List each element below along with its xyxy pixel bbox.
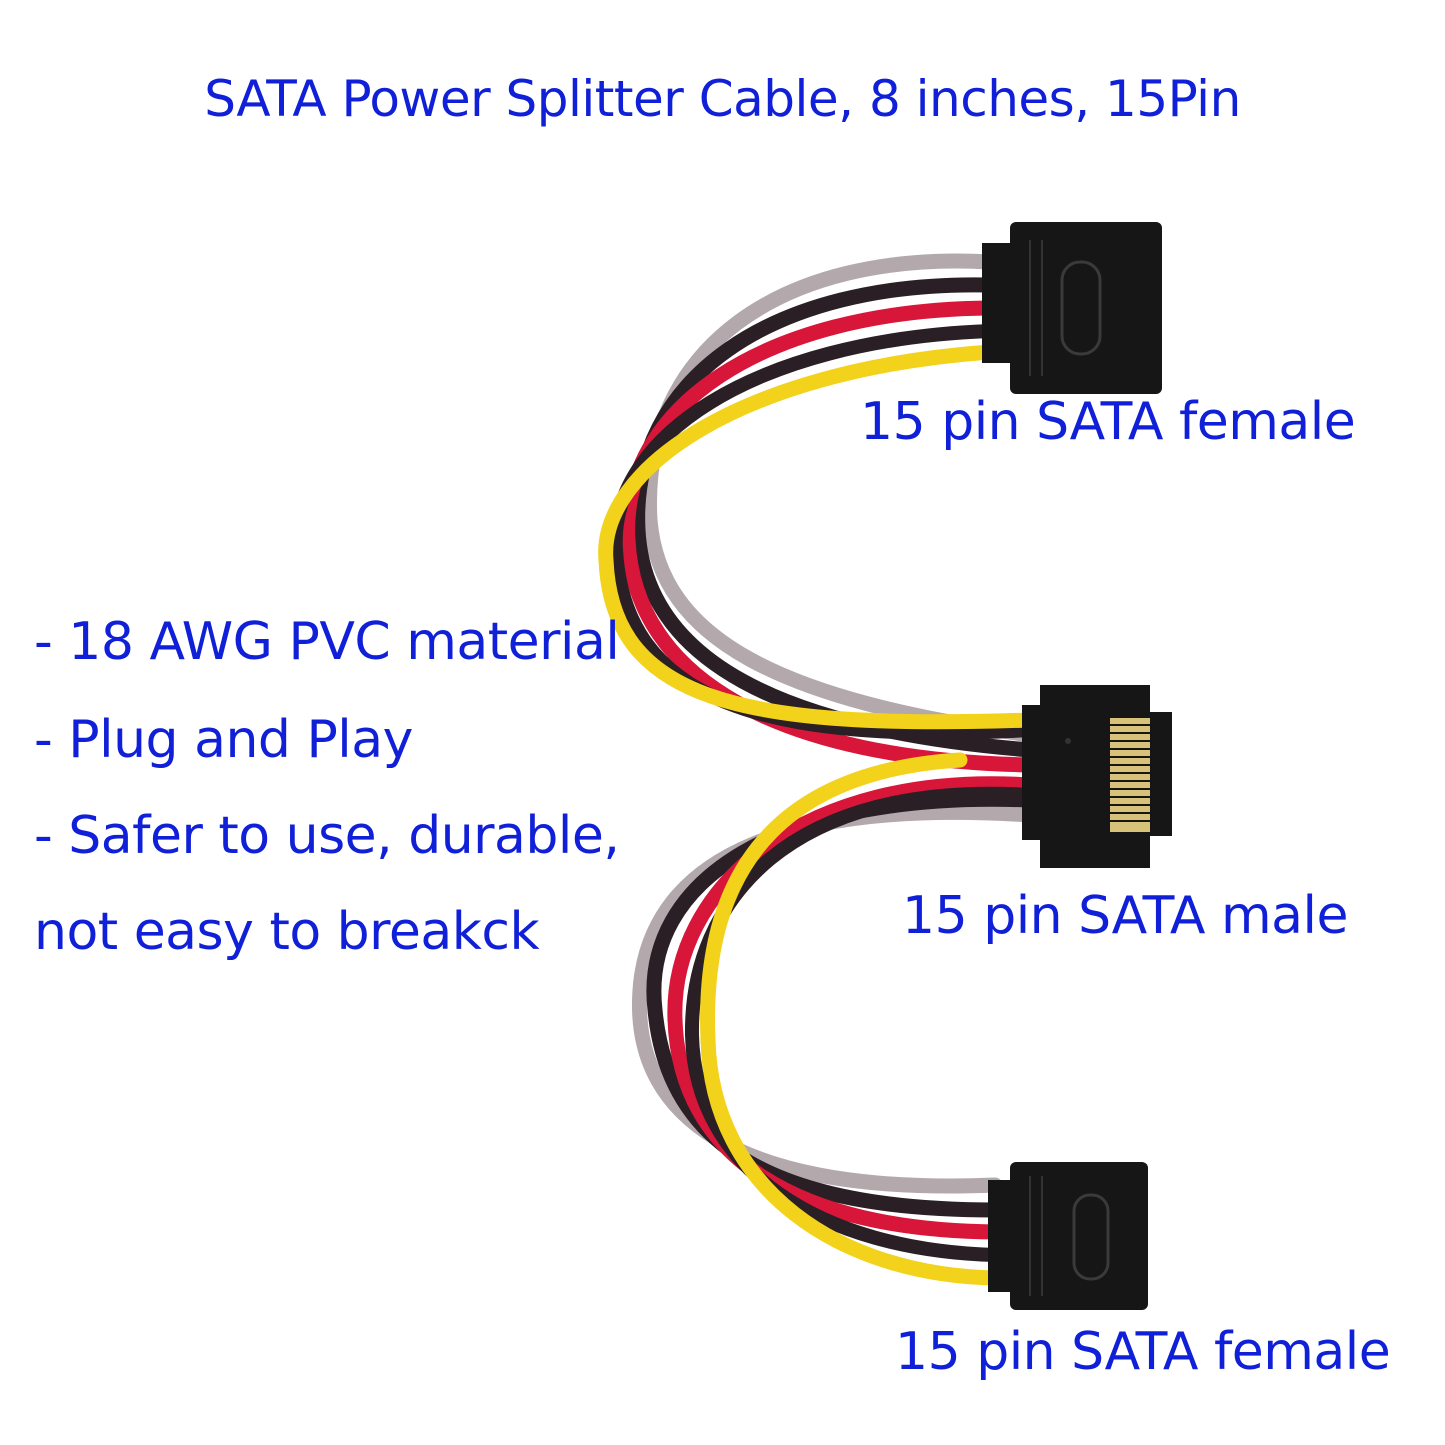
feature-line-4: not easy to breakck <box>34 902 540 962</box>
middle-connector-label: 15 pin SATA male <box>902 886 1348 946</box>
bottom-wire-bundle <box>631 752 1038 1286</box>
middle-male-connector <box>1022 685 1172 868</box>
top-female-connector <box>982 222 1162 394</box>
bottom-female-connector <box>988 1162 1148 1310</box>
bottom-connector-label: 15 pin SATA female <box>895 1322 1391 1382</box>
feature-line-1: - 18 AWG PVC material <box>34 612 620 672</box>
page-title: SATA Power Splitter Cable, 8 inches, 15P… <box>204 70 1241 128</box>
feature-line-3: - Safer to use, durable, <box>34 806 620 866</box>
top-connector-label: 15 pin SATA female <box>860 392 1356 452</box>
top-wire-bundle <box>598 253 1038 773</box>
feature-line-2: - Plug and Play <box>34 710 413 770</box>
